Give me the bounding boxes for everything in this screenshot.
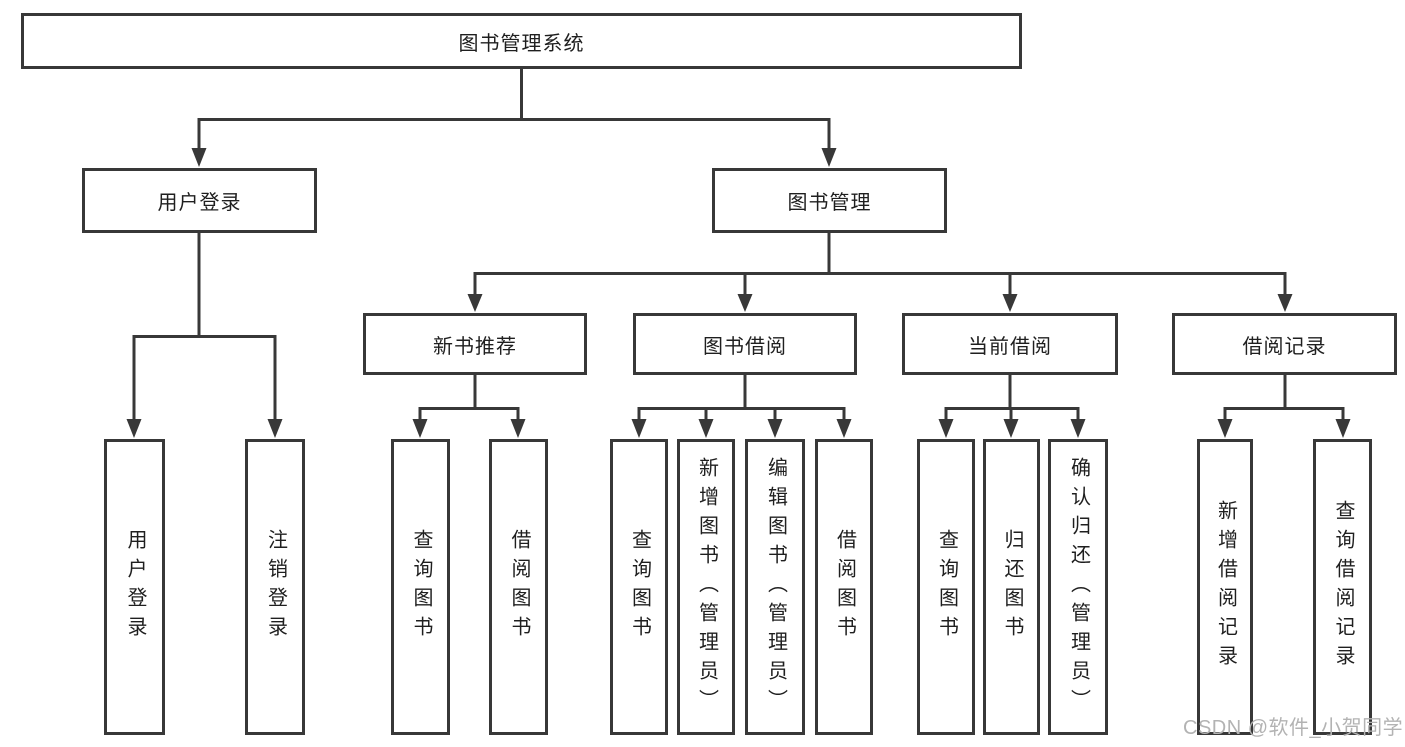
leaf-query-borrow-record: 查询借阅记录 <box>1313 439 1372 735</box>
node-borrowing-records: 借阅记录 <box>1172 313 1397 375</box>
node-current-borrowing: 当前借阅 <box>902 313 1118 375</box>
leaf-add-books-admin: 新增图书（管理员） <box>677 439 735 735</box>
leaf-current-query-books: 查询图书 <box>917 439 975 735</box>
leaf-recommend-query-books: 查询图书 <box>391 439 450 735</box>
leaf-user-login: 用户登录 <box>104 439 165 735</box>
leaf-add-borrow-record: 新增借阅记录 <box>1197 439 1253 735</box>
node-new-book-recommendation: 新书推荐 <box>363 313 587 375</box>
leaf-return-books: 归还图书 <box>983 439 1040 735</box>
leaf-logout: 注销登录 <box>245 439 305 735</box>
node-user-login: 用户登录 <box>82 168 317 233</box>
node-library-management-system: 图书管理系统 <box>21 13 1022 69</box>
leaf-recommend-borrow-books: 借阅图书 <box>489 439 548 735</box>
watermark: CSDN @软件_小贺同学 <box>1183 717 1404 739</box>
leaf-borrow-books: 借阅图书 <box>815 439 873 735</box>
node-book-borrowing: 图书借阅 <box>633 313 857 375</box>
leaf-borrowing-query-books: 查询图书 <box>610 439 668 735</box>
node-book-management: 图书管理 <box>712 168 947 233</box>
leaf-edit-books-admin: 编辑图书（管理员） <box>745 439 805 735</box>
leaf-confirm-return-admin: 确认归还（管理员） <box>1048 439 1108 735</box>
